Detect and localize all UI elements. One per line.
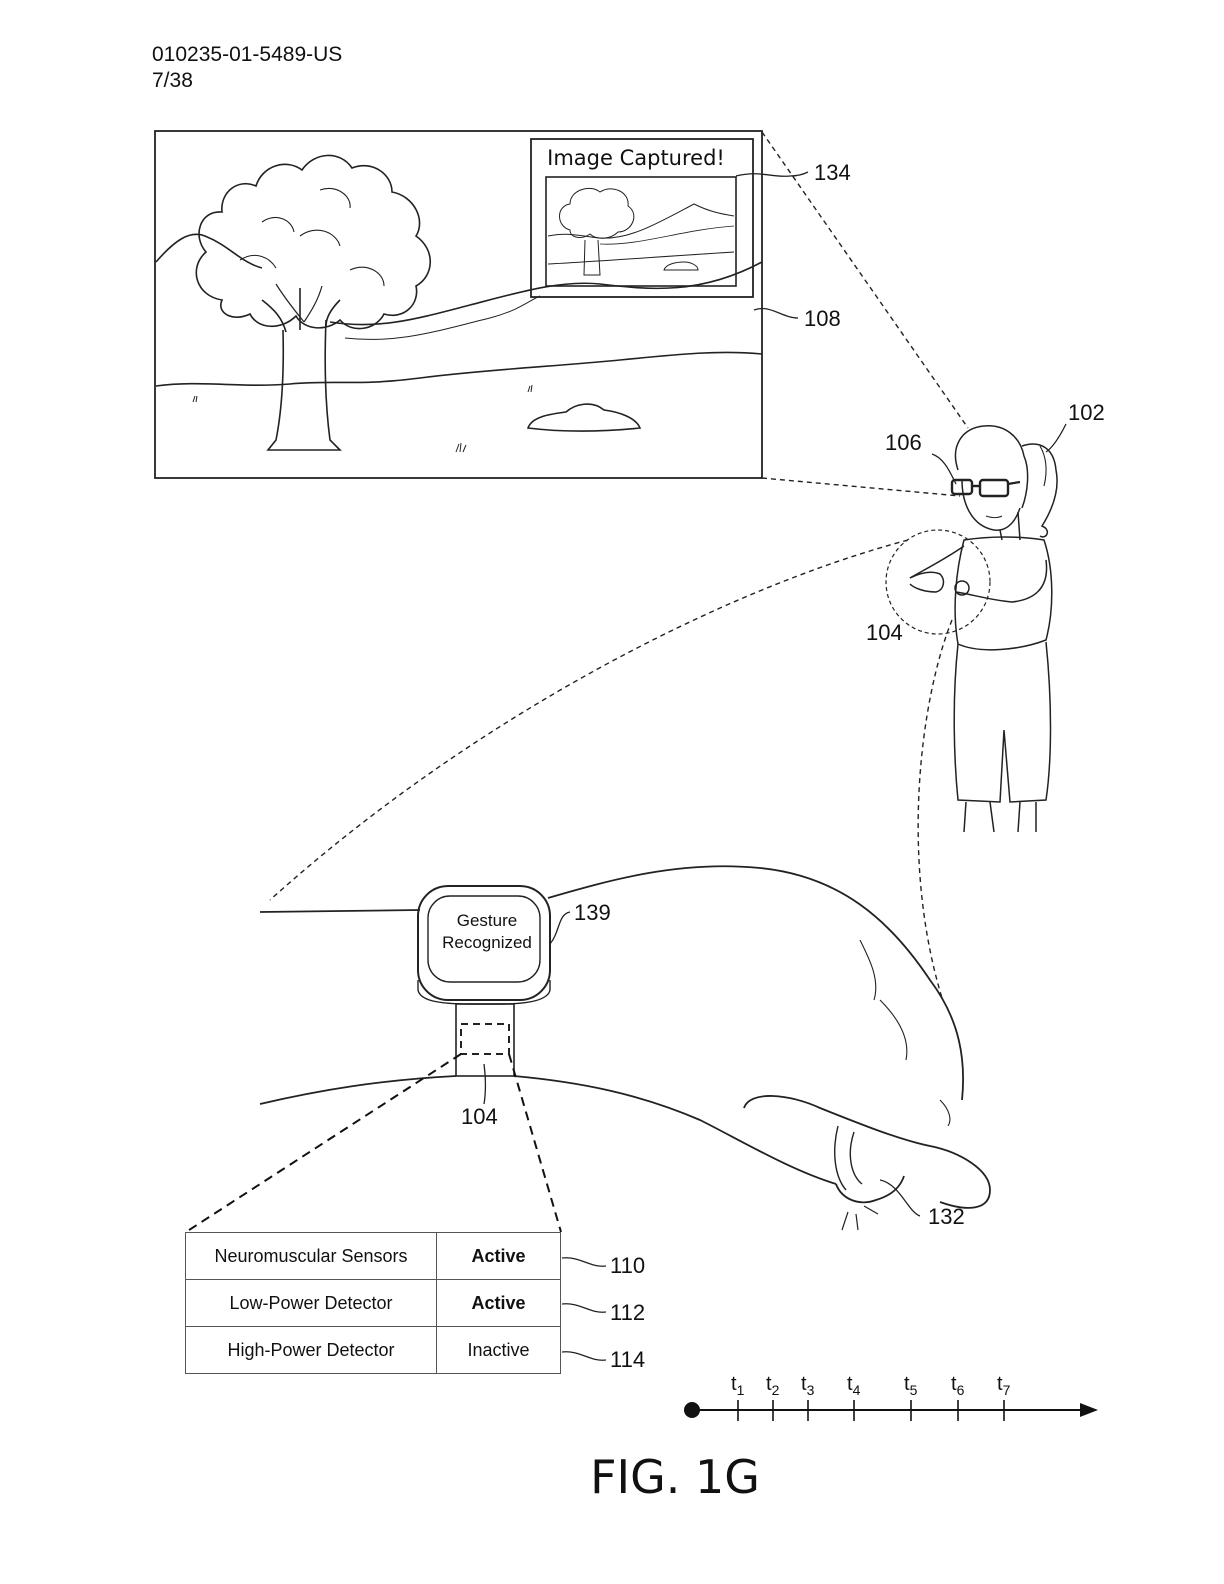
figure-label: FIG. 1G bbox=[590, 1450, 760, 1504]
ref-102: 102 bbox=[1068, 400, 1105, 425]
user-figure bbox=[885, 425, 1058, 833]
ref-104-watch: 104 bbox=[461, 1104, 498, 1129]
ref-110: 110 bbox=[610, 1253, 645, 1278]
ref-114: 114 bbox=[610, 1347, 645, 1372]
table-row: High-Power Detector Inactive bbox=[185, 1326, 561, 1374]
docket-number: 010235-01-5489-US bbox=[152, 43, 343, 66]
timeline: t1 t2 t3 t4 t5 t6 t7 bbox=[684, 1373, 1098, 1421]
status-value: Inactive bbox=[436, 1326, 561, 1374]
watch-message-line1: Gesture bbox=[456, 911, 518, 930]
table-expansion-lines bbox=[185, 1053, 562, 1233]
leader-lines bbox=[483, 171, 1067, 1361]
table-row: Neuromuscular Sensors Active bbox=[185, 1232, 561, 1280]
ref-112: 112 bbox=[610, 1300, 645, 1325]
ref-106: 106 bbox=[885, 430, 922, 455]
timeline-tick-label: t3 bbox=[801, 1373, 815, 1398]
timeline-tick-label: t5 bbox=[904, 1373, 918, 1398]
status-value: Active bbox=[436, 1232, 561, 1280]
field-of-view-scene bbox=[154, 130, 763, 479]
watch-message-line2: Recognized bbox=[442, 933, 532, 952]
image-captured-notification: Image Captured! bbox=[547, 146, 725, 170]
ref-132: 132 bbox=[928, 1204, 965, 1229]
watch-display-message: Gesture Recognized bbox=[428, 910, 546, 954]
timeline-ticks: t1 t2 t3 t4 t5 t6 t7 bbox=[731, 1373, 1011, 1421]
ref-104-user: 104 bbox=[866, 620, 903, 645]
timeline-tick-label: t6 bbox=[951, 1373, 965, 1398]
status-name: Neuromuscular Sensors bbox=[185, 1232, 437, 1280]
status-name: High-Power Detector bbox=[185, 1326, 437, 1374]
timeline-tick-label: t4 bbox=[847, 1373, 861, 1398]
timeline-tick-label: t7 bbox=[997, 1373, 1011, 1398]
timeline-tick-label: t1 bbox=[731, 1373, 745, 1398]
status-table: Neuromuscular Sensors Active Low-Power D… bbox=[185, 1232, 561, 1374]
sheet-number: 7/38 bbox=[152, 69, 193, 92]
ref-134: 134 bbox=[814, 160, 851, 185]
ref-108: 108 bbox=[804, 306, 841, 331]
projection-lines bbox=[269, 131, 969, 999]
table-row: Low-Power Detector Active bbox=[185, 1279, 561, 1327]
status-value: Active bbox=[436, 1279, 561, 1327]
status-name: Low-Power Detector bbox=[185, 1279, 437, 1327]
timeline-tick-label: t2 bbox=[766, 1373, 780, 1398]
ref-139: 139 bbox=[574, 900, 611, 925]
hand-closeup bbox=[259, 865, 991, 1231]
